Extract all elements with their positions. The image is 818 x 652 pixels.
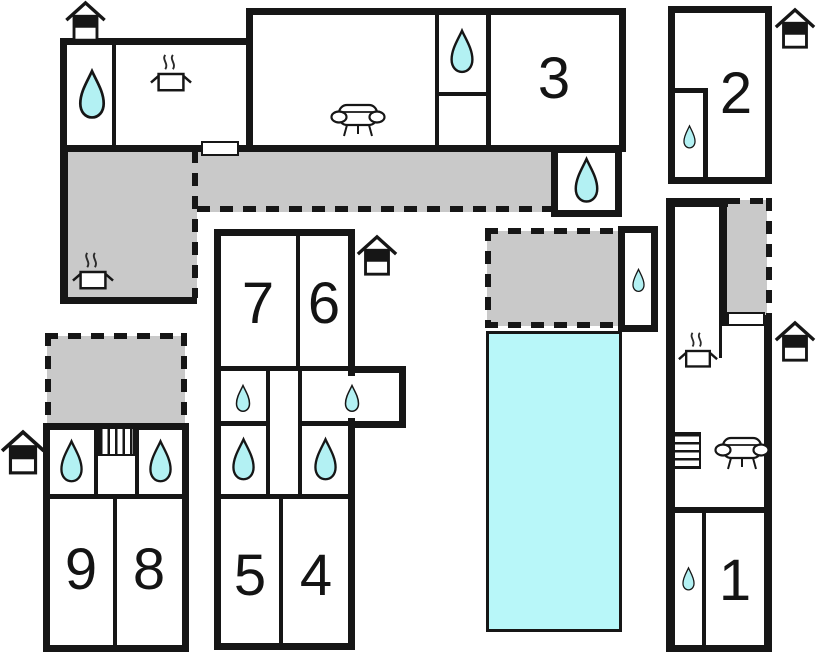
building-unit1-wall xyxy=(666,198,675,652)
water-drop-icon xyxy=(149,440,172,483)
house-entrance-icon xyxy=(774,321,816,362)
inner-wall xyxy=(719,326,722,358)
inner-wall xyxy=(435,15,439,145)
water-drop-icon xyxy=(232,438,255,481)
house-entrance-icon xyxy=(356,235,398,276)
terrace-open-edge xyxy=(485,228,620,234)
door xyxy=(201,141,239,156)
water-drop-icon xyxy=(60,440,83,483)
inner-wall xyxy=(135,430,139,497)
inner-wall xyxy=(279,497,283,645)
inner-wall xyxy=(675,88,708,93)
inner-wall xyxy=(702,513,706,645)
inner-wall xyxy=(703,88,708,178)
water-drop-icon xyxy=(450,29,474,74)
terrace-open-edge xyxy=(485,322,620,328)
room-number-5: 5 xyxy=(233,542,267,608)
pool xyxy=(486,331,622,632)
inner-wall xyxy=(221,366,348,371)
terrace-pool xyxy=(487,231,618,326)
terrace-open-edge xyxy=(45,333,187,339)
cooking-pot-icon xyxy=(150,53,192,92)
cooking-pot-icon xyxy=(72,251,114,290)
inner-wall xyxy=(113,497,117,645)
inner-wall xyxy=(50,494,182,499)
stairs xyxy=(98,427,135,456)
terrace-open-edge xyxy=(45,333,51,429)
inner-wall xyxy=(94,430,98,497)
water-drop-icon xyxy=(344,384,360,412)
terrace-open-edge xyxy=(485,228,491,328)
inner-wall xyxy=(486,15,491,145)
building-unit1-wall xyxy=(719,198,727,326)
inner-wall xyxy=(672,507,768,513)
terrace-open-edge xyxy=(766,198,772,322)
sofa-icon xyxy=(714,436,770,471)
inner-wall xyxy=(221,421,266,426)
cooking-pot-icon xyxy=(678,331,718,368)
terrace-open-edge xyxy=(197,206,557,212)
room-number-7: 7 xyxy=(241,270,275,336)
water-drop-icon xyxy=(683,125,696,149)
water-drop-icon xyxy=(574,157,599,203)
room-number-3: 3 xyxy=(537,45,571,111)
water-drop-icon xyxy=(235,384,251,412)
stairs xyxy=(673,432,701,469)
building-unit1-wall xyxy=(666,645,772,652)
house-entrance-icon xyxy=(64,1,107,42)
room-number-4: 4 xyxy=(299,542,333,608)
room-number-2: 2 xyxy=(719,60,753,126)
water-drop-icon xyxy=(78,69,106,119)
terrace-wall xyxy=(60,148,68,304)
building-middle xyxy=(214,229,355,650)
inner-wall xyxy=(112,45,116,145)
room-number-6: 6 xyxy=(307,270,341,336)
terrace-open-edge xyxy=(181,333,187,429)
terrace-right xyxy=(727,200,767,318)
door xyxy=(727,312,765,326)
sofa-icon xyxy=(330,103,386,138)
inner-wall xyxy=(298,369,302,499)
water-drop-icon xyxy=(314,438,337,481)
inner-wall xyxy=(302,421,348,426)
terrace-wall xyxy=(60,297,197,304)
water-drop-icon xyxy=(682,567,695,591)
terrace-strip xyxy=(197,148,555,212)
building-unit2 xyxy=(668,6,772,184)
house-entrance-icon xyxy=(0,430,46,475)
room-number-9: 9 xyxy=(64,536,98,602)
building-unit1-wall xyxy=(666,198,728,207)
water-drop-icon xyxy=(632,268,645,292)
room-number-1: 1 xyxy=(718,547,752,613)
terrace-open-edge xyxy=(192,150,198,298)
building-unit1-wall xyxy=(764,316,772,652)
terrace-open-edge xyxy=(727,198,772,204)
inner-wall xyxy=(266,369,270,499)
inner-wall xyxy=(437,92,489,96)
house-entrance-icon xyxy=(774,8,816,49)
terrace-bottom-left xyxy=(47,336,185,427)
room-number-8: 8 xyxy=(132,536,166,602)
inner-wall xyxy=(221,494,348,499)
inner-wall xyxy=(296,236,300,368)
